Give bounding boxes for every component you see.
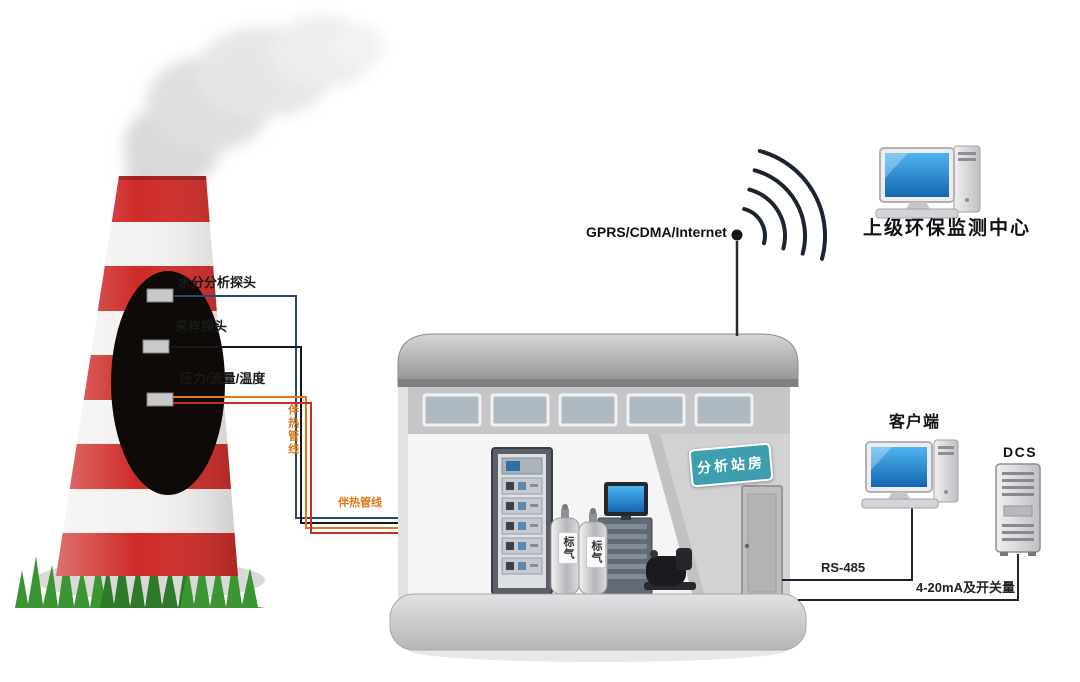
analog-label: 4-20mA及开关量 xyxy=(916,580,1015,595)
pc-screen xyxy=(871,447,927,487)
station-window xyxy=(422,393,482,427)
heated-line-label: 伴热管线 xyxy=(338,497,382,509)
analyzer-rack xyxy=(491,447,553,595)
pc-keyboard xyxy=(861,498,939,509)
station-monitor xyxy=(604,482,648,520)
gas-cylinder-label: 标气 xyxy=(558,532,578,564)
station-window xyxy=(558,393,618,427)
station-window xyxy=(490,393,550,427)
heated-sample-line xyxy=(173,396,430,529)
probe-connector xyxy=(142,339,170,354)
station-window xyxy=(626,393,686,427)
station-roof xyxy=(397,333,799,387)
signal-cable-line xyxy=(173,402,430,534)
sampling-probe-label: 采样探头 xyxy=(175,319,228,334)
sample-lines xyxy=(169,295,430,534)
heated-line-vertical-label: 伴热管线 xyxy=(286,404,299,456)
pressure-flow-temp-label: 压力/流量/温度 xyxy=(180,371,266,386)
grass-tuft xyxy=(15,550,110,608)
antenna-node xyxy=(731,229,743,241)
dcs-tower xyxy=(995,463,1041,556)
station-sign: 分析站房 xyxy=(688,442,774,488)
monitoring-center-label: 上级环保监测中心 xyxy=(863,218,1032,239)
signal-wires xyxy=(782,508,1019,601)
probe-connector xyxy=(146,392,174,407)
smoke-plume xyxy=(124,16,384,196)
pc-keyboard xyxy=(875,208,959,219)
rs485-wire xyxy=(782,508,913,581)
gas-cylinder-label: 标气 xyxy=(586,536,606,568)
pc-screen xyxy=(885,153,949,197)
dcs-label: DCS xyxy=(1003,444,1038,460)
station-window xyxy=(694,393,754,427)
analog-wire xyxy=(798,554,1019,601)
probe-connector xyxy=(146,288,174,303)
sample-pump xyxy=(644,548,696,590)
pc-tower xyxy=(953,145,981,213)
rs485-label: RS-485 xyxy=(821,560,866,575)
client-computer xyxy=(861,439,959,509)
antenna xyxy=(731,149,828,336)
sampling-probe-line xyxy=(169,346,430,524)
pc-tower xyxy=(933,439,959,503)
station-base-slab xyxy=(389,593,807,651)
client-label: 客户端 xyxy=(889,414,941,431)
moisture-probe-line xyxy=(173,295,430,519)
gprs-link-label: GPRS/CDMA/Internet xyxy=(586,224,727,240)
door-handle xyxy=(744,543,750,549)
wireless-signal-arcs xyxy=(742,149,828,261)
moisture-probe-label: 水分分析探头 xyxy=(178,275,257,290)
stack-opening xyxy=(111,271,225,495)
monitoring-center-computer xyxy=(875,145,981,219)
rack-modules xyxy=(501,477,543,575)
monitor-screen xyxy=(608,486,644,512)
